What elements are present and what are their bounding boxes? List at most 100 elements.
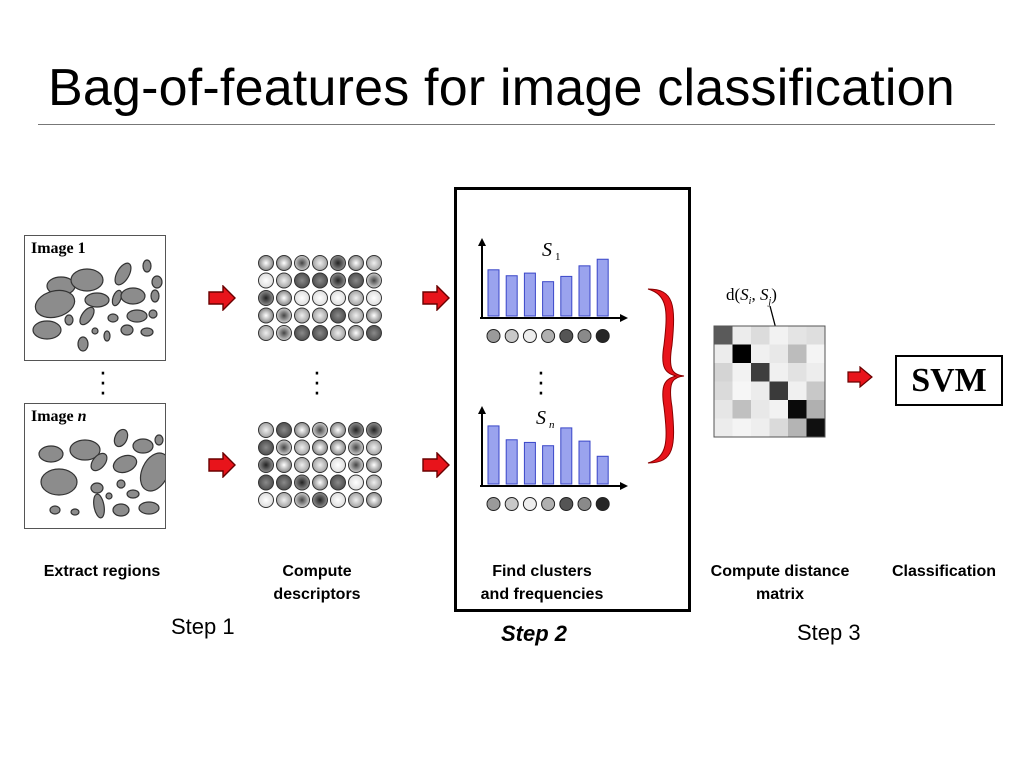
descriptor-dot [258, 255, 274, 271]
descriptor-dot [348, 307, 364, 324]
arrow-right-icon [208, 452, 236, 478]
descriptor-dot [348, 272, 364, 289]
matrix-cell [788, 344, 807, 363]
descriptor-dot [294, 422, 310, 438]
matrix-cell [751, 400, 770, 419]
caption-distance-line2: matrix [755, 586, 805, 603]
descriptor-dot [276, 272, 292, 289]
histogram-bar [523, 272, 536, 317]
descriptor-dot [366, 272, 382, 289]
descriptor-dot [366, 325, 382, 341]
descriptor-dot [312, 439, 328, 456]
matrix-cell [732, 326, 751, 345]
descriptor-dot [348, 492, 364, 508]
distance-label-sj: S [760, 285, 769, 304]
svg-text:d(Si, Sj): d(Si, Sj) [726, 285, 777, 307]
descriptor-dot [276, 474, 292, 491]
matrix-cell [806, 363, 825, 382]
descriptor-dot [276, 307, 292, 324]
distance-label-sub-j: j [766, 296, 771, 307]
matrix-cell [769, 363, 788, 382]
matrix-cell [751, 344, 770, 363]
descriptor-grid-n [258, 422, 382, 508]
matrix-cell [769, 381, 788, 400]
matrix-cell [806, 326, 825, 345]
descriptor-dot [312, 272, 328, 289]
histogram-bar [578, 440, 591, 485]
image-n-panel: Image n [24, 403, 166, 529]
descriptor-dot [348, 422, 364, 438]
image-n-regions [38, 428, 165, 519]
matrix-cell [732, 418, 751, 437]
caption-compute-line1: Compute [282, 563, 352, 580]
caption-distance-line1: Compute distance [710, 563, 850, 580]
matrix-cell [788, 381, 807, 400]
descriptor-dot [330, 492, 346, 508]
histogram-ellipsis: ··· [536, 356, 546, 406]
image-1-panel: Image 1 [24, 235, 166, 361]
matrix-cell [714, 344, 733, 363]
matrix-cell [806, 418, 825, 437]
caption-compute-descriptors: Compute descriptors [247, 560, 387, 606]
descriptor-dot [258, 272, 274, 289]
image-1-regions [32, 259, 163, 352]
caption-find-line1: Find clusters [492, 563, 592, 580]
histogram-bar [578, 265, 591, 317]
descriptor-dot [258, 325, 274, 341]
arrow-right-icon [847, 366, 873, 388]
descriptor-dot [330, 290, 346, 306]
descriptor-dot [348, 457, 364, 473]
descriptor-dot [258, 422, 274, 438]
descriptor-dot [348, 325, 364, 341]
histogram-n-label: S [536, 407, 546, 429]
step-2-label: Step 2 [501, 621, 568, 646]
codeword-circle [559, 497, 574, 511]
descriptor-dot [294, 307, 310, 324]
matrix-cell [788, 400, 807, 419]
distance-label-si: S [740, 285, 749, 304]
descriptor-dot [276, 325, 292, 341]
curly-brace-icon [647, 288, 685, 464]
histogram-bar [596, 455, 609, 485]
matrix-cell [769, 344, 788, 363]
descriptor-dot [348, 439, 364, 456]
matrix-cell [806, 400, 825, 419]
descriptor-dot [348, 474, 364, 491]
codeword-circle [486, 497, 501, 511]
codeword-circle [486, 329, 501, 343]
histogram-bar [505, 439, 518, 485]
descriptor-dot [312, 457, 328, 473]
distance-label-sub-i: i [749, 296, 752, 307]
descriptor-dot [330, 474, 346, 491]
descriptor-dot [312, 422, 328, 438]
descriptor-dot [294, 325, 310, 341]
caption-extract-regions: Extract regions [43, 563, 161, 580]
descriptor-dot [366, 255, 382, 271]
codeword-circle [577, 497, 592, 511]
arrow-right-icon [422, 452, 450, 478]
image-1-label: Image 1 [31, 240, 86, 257]
histogram-bar [542, 281, 555, 317]
matrix-cell [714, 418, 733, 437]
caption-compute-line2: descriptors [273, 586, 361, 603]
codeword-circle [595, 497, 610, 511]
svm-box: SVM [895, 355, 1003, 406]
step-3-label: Step 3 [797, 620, 861, 645]
histogram-bar [487, 425, 500, 485]
descriptor-dot [312, 290, 328, 306]
descriptor-dot [330, 272, 346, 289]
codeword-circle [522, 329, 537, 343]
descriptor-dot [366, 307, 382, 324]
histogram-1: S 1 [478, 238, 628, 343]
codeword-circle [541, 329, 556, 343]
descriptor-dot [258, 492, 274, 508]
descriptor-grid-1 [258, 255, 382, 341]
distance-label-d: d [726, 285, 735, 304]
matrix-cell [769, 400, 788, 419]
matrix-border [713, 325, 826, 438]
matrix-cell [751, 381, 770, 400]
descriptor-dot [276, 422, 292, 438]
descriptor-ellipsis: ··· [312, 356, 322, 406]
image-ellipsis: ··· [98, 356, 108, 406]
descriptor-dot [294, 290, 310, 306]
